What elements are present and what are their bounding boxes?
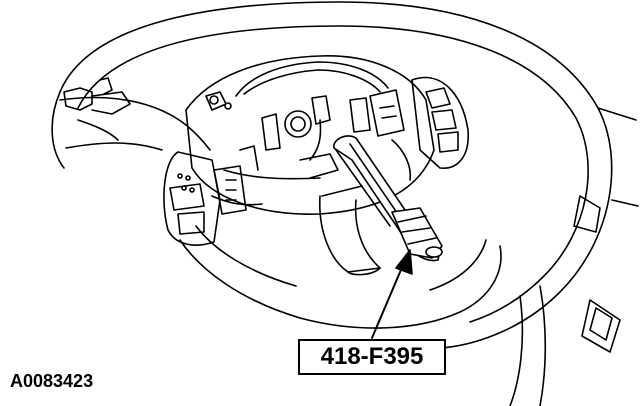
- wheel-left-spoke: [59, 77, 211, 151]
- hub-hardware: [205, 91, 412, 206]
- right-switch-pod: [349, 76, 469, 169]
- wheel-lower-body: [179, 225, 621, 406]
- tool-callout-label: 418-F395: [298, 339, 446, 375]
- hub-cavity: [185, 55, 435, 215]
- wheel-rim: [51, 1, 639, 349]
- figure-id: A0083423: [10, 371, 94, 391]
- special-tool: [319, 135, 443, 276]
- callout-arrow: [371, 249, 413, 339]
- left-switch-pod: [163, 151, 247, 246]
